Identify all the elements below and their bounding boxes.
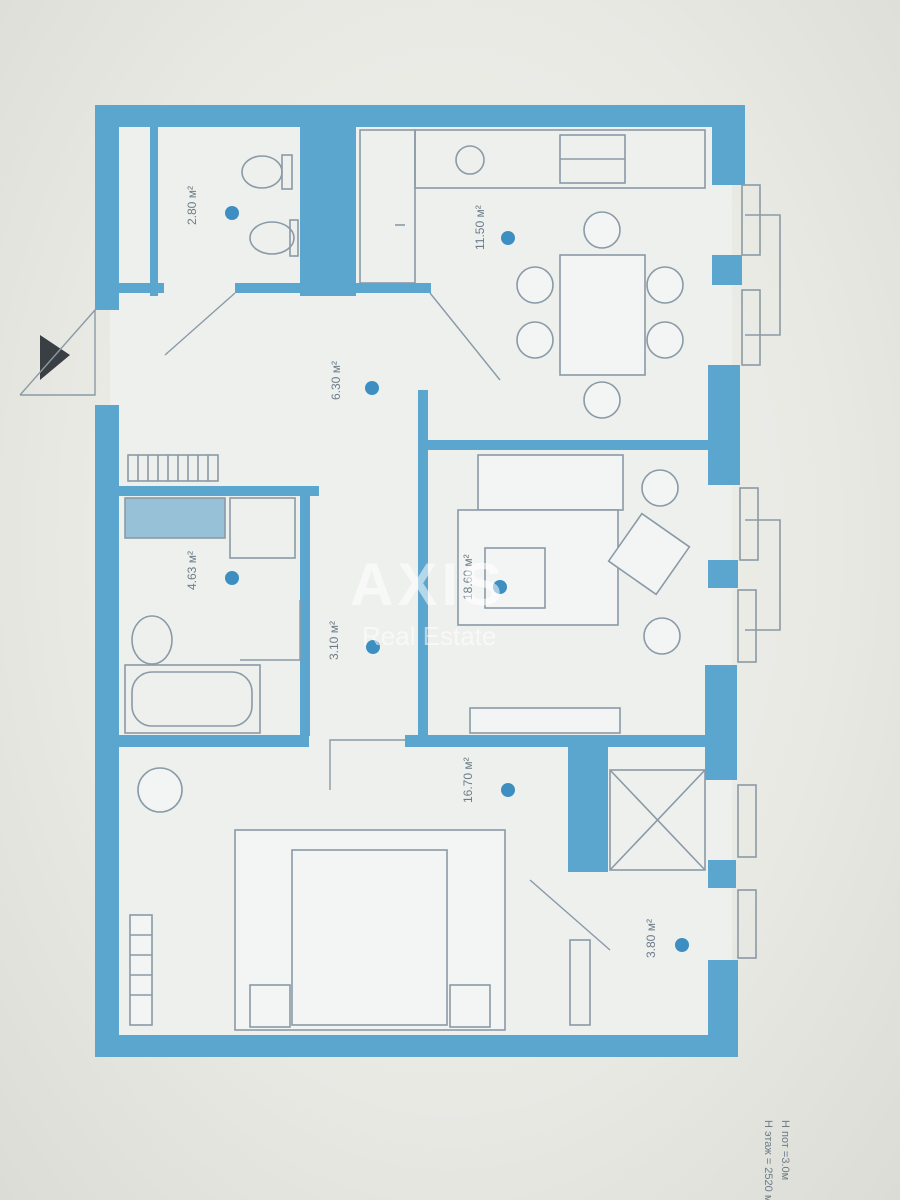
wall-kitchen-bottom [356,283,431,293]
wall-right-5 [705,665,737,780]
area-hall: 6.30 м² [329,361,343,400]
wall-right-6 [708,860,736,888]
entrance-door[interactable] [19,308,96,396]
wc-fixtures [241,154,299,257]
wall-bath-top [119,486,319,496]
room-label-living: 18.60 м² [461,554,507,600]
watermark-brand: AXIS [350,551,506,618]
wall-left-lower [95,405,119,1057]
note-height: H пот =3.0м [779,1120,791,1180]
kitchen-fixtures [359,129,706,284]
area-bathroom: 4.63 м² [185,551,199,590]
wall-left-upper [95,105,119,310]
bathroom-fixtures [124,497,296,734]
wardrobe-unit [569,769,706,1026]
area-bedroom: 16.70 м² [461,757,475,803]
room-label-corridor: 3.10 м² [327,621,380,660]
radiator [127,454,219,482]
room-label-wardrobe: 3.80 м² [644,919,689,958]
wall-living-left [418,450,428,735]
bedroom-furniture [129,767,506,1031]
wall-wc-bottom-a [119,283,164,293]
window-frames [737,184,781,959]
wall-bottom [95,1035,725,1057]
wall-living-bottom [405,735,710,747]
area-wc: 2.80 м² [185,186,199,225]
wall-right-4 [708,560,738,588]
wall-kitchen-living [428,440,718,450]
room-label-kitchen: 11.50 м² [473,205,515,250]
wall-right-3 [708,365,740,485]
wall-bath-right [300,496,310,736]
door-swings [164,292,611,951]
area-wardrobe: 3.80 м² [644,919,658,958]
area-kitchen: 11.50 м² [473,205,487,250]
wall-right-2 [712,255,742,285]
watermark-subtitle: Real Estate [362,621,496,651]
living-furniture [457,454,691,734]
dining-set [516,211,684,419]
wall-right-7 [708,960,738,1057]
area-corridor: 3.10 м² [327,621,341,660]
wall-wardrobe-left [568,747,608,872]
room-label-hall: 6.30 м² [329,361,379,400]
wall-wc-bottom-b [235,283,305,293]
room-label-bedroom: 16.70 м² [461,757,515,803]
wall-top [95,105,745,127]
wall-wc-kitchen [300,118,356,296]
room-label-bathroom: 4.63 м² [185,551,239,590]
wall-bath-bottom [119,735,309,747]
wall-hall-right [418,390,428,490]
wall-right-1 [712,105,745,185]
room-label-wc: 2.80 м² [185,186,239,225]
wall-wc-left [150,118,158,296]
area-living: 18.60 м² [461,554,475,600]
triangle-arrow-icon [40,335,70,380]
note-level: H этаж = 2520 мм [762,1120,774,1200]
